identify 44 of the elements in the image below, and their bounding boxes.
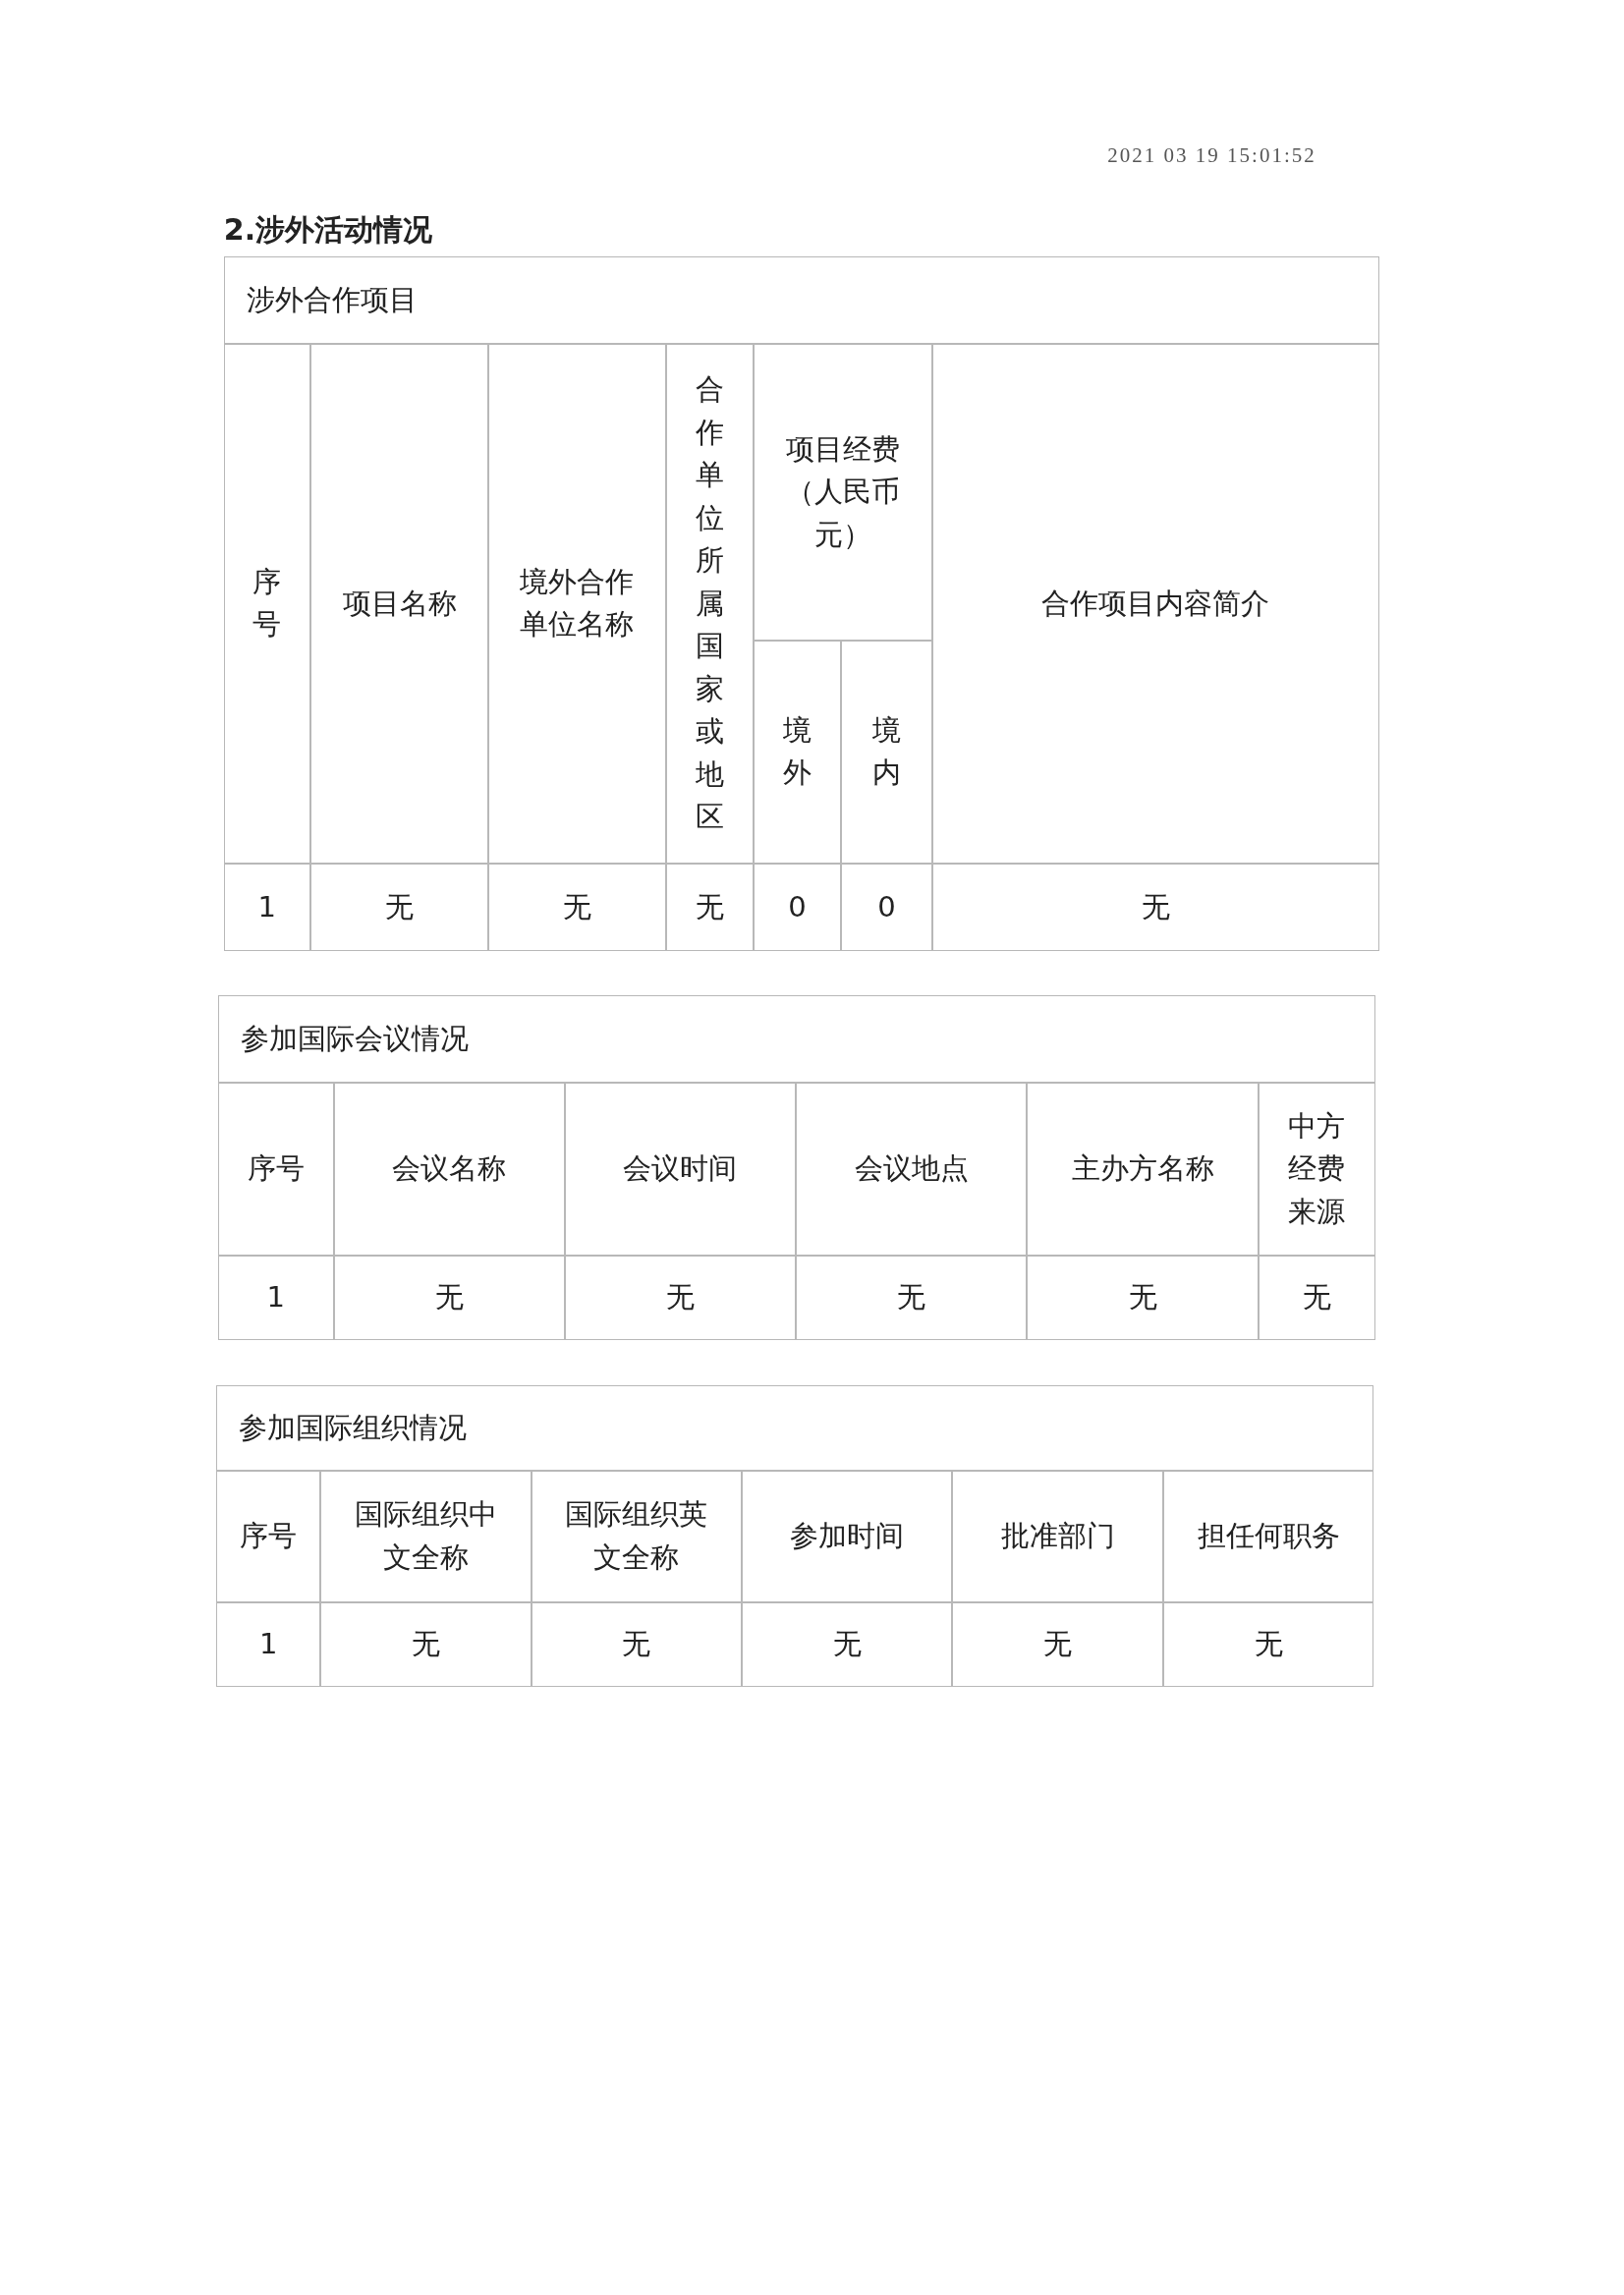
- table-title: 参加国际会议情况: [217, 994, 1375, 1083]
- header-cell: 序号: [217, 1083, 334, 1256]
- header-cell: 境内: [841, 641, 932, 864]
- header-cell: 中方经费来源: [1258, 1083, 1375, 1256]
- header-cell: 参加时间: [742, 1470, 953, 1602]
- header-cell: 序号: [216, 1470, 321, 1602]
- header-cell: 会议时间: [564, 1083, 797, 1256]
- header-cell: 合作项目内容简介: [931, 343, 1380, 864]
- data-cell: 0: [753, 863, 842, 951]
- data-cell: 无: [665, 863, 754, 951]
- header-cell: 项目名称: [309, 343, 489, 864]
- data-cell: 无: [488, 863, 666, 951]
- data-cell: 无: [796, 1255, 1028, 1341]
- data-cell: 无: [952, 1601, 1163, 1687]
- header-cell: 项目经费（人民币元）: [753, 343, 932, 642]
- data-cell: 无: [309, 863, 489, 951]
- header-cell: 合作单位所属国家或地区: [665, 343, 754, 864]
- data-cell: 无: [320, 1601, 532, 1687]
- header-cell: 担任何职务: [1162, 1470, 1374, 1602]
- table-title: 涉外合作项目: [223, 255, 1380, 344]
- data-cell: 无: [1258, 1255, 1375, 1341]
- data-cell: 1: [223, 863, 310, 951]
- header-cell: 会议地点: [796, 1083, 1028, 1256]
- header-cell: 国际组织英文全称: [531, 1470, 742, 1602]
- header-cell: 主办方名称: [1027, 1083, 1259, 1256]
- header-cell: 境外: [753, 641, 842, 864]
- data-cell: 1: [217, 1255, 334, 1341]
- header-cell: 国际组织中文全称: [320, 1470, 532, 1602]
- header-cell: 会议名称: [333, 1083, 565, 1256]
- data-cell: 无: [531, 1601, 742, 1687]
- section-heading: 2.涉外活动情况: [223, 211, 433, 250]
- data-cell: 无: [1162, 1601, 1374, 1687]
- data-cell: 无: [333, 1255, 565, 1341]
- header-cell: 序号: [223, 343, 310, 864]
- data-cell: 无: [564, 1255, 797, 1341]
- data-cell: 无: [931, 863, 1380, 951]
- header-cell: 境外合作单位名称: [488, 343, 666, 864]
- data-cell: 1: [216, 1601, 321, 1687]
- data-cell: 0: [841, 863, 932, 951]
- timestamp: 2021 03 19 15:01:52: [1107, 142, 1316, 168]
- table-title: 参加国际组织情况: [216, 1385, 1374, 1471]
- data-cell: 无: [742, 1601, 953, 1687]
- header-cell: 批准部门: [952, 1470, 1163, 1602]
- data-cell: 无: [1027, 1255, 1259, 1341]
